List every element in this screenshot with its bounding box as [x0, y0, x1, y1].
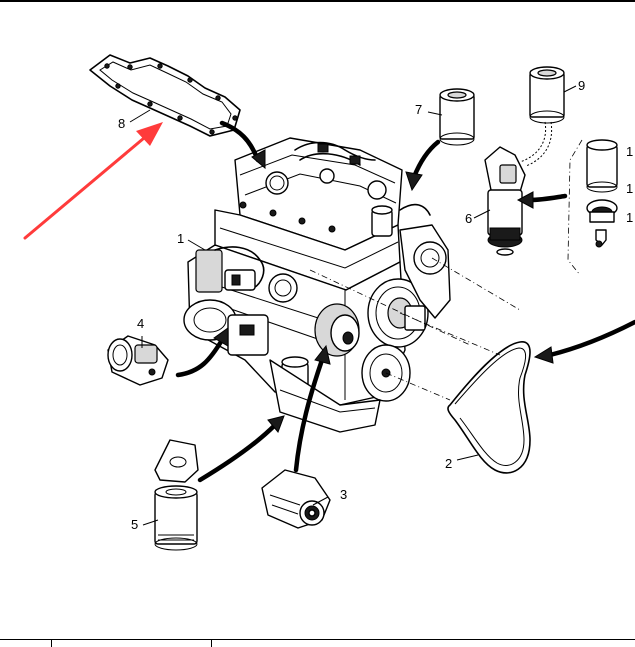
rocker-cover-gasket: [89, 54, 241, 137]
fuel-filter-housing: [484, 146, 526, 256]
top-border-line: [0, 0, 635, 2]
alternator: [261, 469, 331, 529]
drive-belt: [447, 341, 531, 474]
callout-9: 9: [578, 78, 585, 93]
leader-lines: [129, 85, 577, 526]
assembly-arrows: [175, 120, 635, 483]
callout-labels: 8 1 2 3 4 5 6 7 9 1 1 1: [118, 78, 633, 532]
callout-7: 7: [415, 102, 422, 117]
callout-11: 1: [626, 181, 633, 196]
callout-12: 1: [626, 210, 633, 225]
engine-assembly: [183, 137, 451, 433]
oil-filter: [154, 439, 199, 551]
filter-bowl-group: [567, 139, 618, 276]
highlight-arrow: [23, 122, 163, 240]
filter-element-9: [519, 66, 565, 167]
callout-2: 2: [445, 456, 452, 471]
callout-4: 4: [137, 316, 144, 331]
bottom-divider-2: [211, 639, 212, 647]
alignment-centerlines: [309, 257, 521, 401]
callout-6: 6: [465, 211, 472, 226]
callout-3: 3: [340, 487, 347, 502]
starter-motor: [107, 335, 169, 386]
callout-5: 5: [131, 517, 138, 532]
callout-10: 1: [626, 144, 633, 159]
filter-element-7: [439, 88, 475, 146]
bottom-border-line: [0, 639, 635, 640]
callout-1: 1: [177, 231, 184, 246]
gasket-bolt-holes: [104, 63, 238, 135]
callout-8: 8: [118, 116, 125, 131]
bottom-divider-1: [51, 639, 52, 647]
